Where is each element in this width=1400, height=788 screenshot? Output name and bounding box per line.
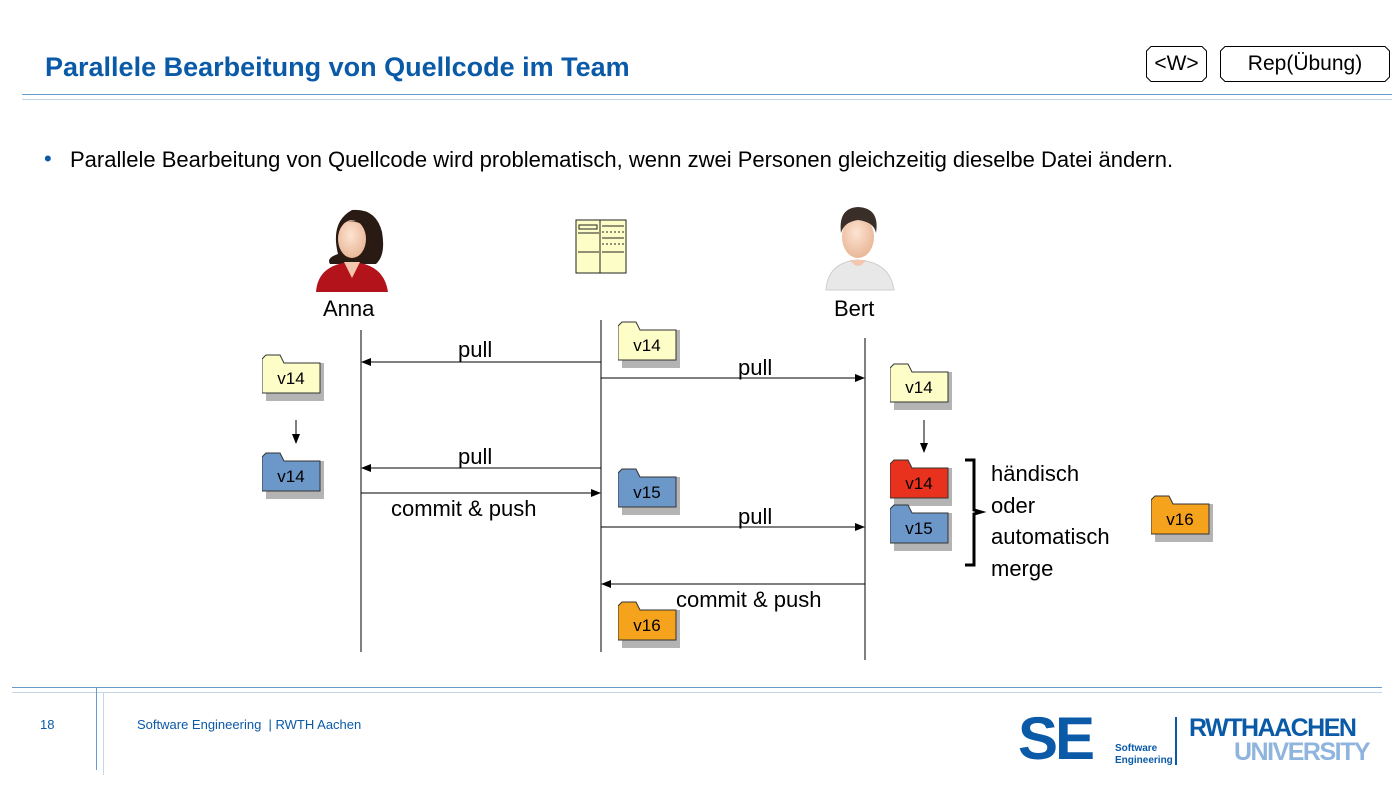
folder-bert-v15: v15 [890, 503, 952, 551]
folder-icon [618, 468, 680, 515]
tag-w-label: <W> [1154, 52, 1199, 75]
man-avatar-icon [825, 207, 895, 291]
page-number: 18 [40, 717, 55, 732]
msg-pull-bert-2: pull [738, 504, 773, 529]
bullet-marker: • [44, 146, 52, 171]
folder-merged-v16: v16 [1151, 494, 1213, 542]
tag-frame-icon [1220, 46, 1390, 82]
folder-icon [618, 321, 680, 368]
msg-pull-anna-2: pull [458, 444, 493, 469]
tag-rep-label: Rep(Übung) [1247, 52, 1363, 75]
footer-text: Software Engineering | RWTH Aachen [137, 717, 362, 732]
footer-divider-2 [12, 692, 1382, 693]
bullet-text: Parallele Bearbeitung von Quellcode wird… [70, 147, 1174, 172]
folder-icon [262, 354, 324, 401]
footer-vline [96, 687, 97, 770]
folder-label: v14 [633, 336, 661, 355]
folder-label: v15 [633, 483, 661, 502]
folder-icon [618, 601, 680, 648]
folder-label: v16 [633, 616, 661, 635]
msg-commit-bert: commit & push [676, 587, 822, 612]
page-title: Parallele Bearbeitung von Quellcode im T… [45, 52, 630, 82]
msg-commit-anna: commit & push [391, 496, 537, 521]
msg-pull-bert-1: pull [738, 355, 773, 380]
folder-label: v16 [1166, 510, 1194, 529]
folder-repo-v16: v16 [618, 600, 680, 648]
tag-rep: Rep(Übung) [1220, 46, 1390, 82]
folder-bert-v14: v14 [890, 362, 952, 410]
folder-anna-v14-modified: v14 [262, 451, 324, 499]
msg-pull-anna-1: pull [458, 337, 493, 362]
folder-icon [890, 504, 952, 551]
rwth-logo-line2: UNIVERSITY [1234, 738, 1371, 766]
merge-brace-icon [965, 458, 987, 567]
merge-line: händisch [991, 461, 1080, 486]
folder-icon [1151, 495, 1213, 542]
logo-divider [1175, 717, 1177, 765]
folder-label: v14 [277, 369, 305, 388]
folder-icon [262, 452, 324, 499]
folder-icon [890, 459, 952, 506]
folder-label: v14 [905, 474, 933, 493]
header-divider [22, 94, 1392, 95]
rwth-logo-line1: RWTHAACHEN [1189, 714, 1357, 742]
merge-line: automatisch [991, 524, 1110, 549]
se-logo-sub2: Engineering [1115, 755, 1173, 766]
merge-line: merge [991, 555, 1054, 581]
se-logo-sub1: Software [1115, 743, 1158, 754]
folder-repo-v15: v15 [618, 467, 680, 515]
folder-label: v15 [905, 519, 933, 538]
tag-frame-icon [1146, 46, 1207, 82]
folder-label: v14 [277, 467, 305, 486]
folder-anna-v14: v14 [262, 353, 324, 401]
header-divider-2 [22, 99, 1392, 100]
actor-bert: Bert [834, 296, 875, 321]
actor-anna: Anna [323, 296, 375, 321]
merge-line: oder [991, 492, 1036, 518]
se-logo-letters: SE [1018, 705, 1095, 772]
footer-vline-2 [103, 692, 104, 775]
merge-description: händisch oder automatisch merge [991, 458, 1110, 584]
folder-icon [890, 363, 952, 410]
folder-label: v14 [905, 378, 933, 397]
footer-divider [12, 687, 1382, 688]
woman-avatar-icon [316, 209, 388, 292]
folder-repo-v14: v14 [618, 320, 680, 368]
folder-bert-v14-conflict: v14 [890, 458, 952, 506]
rwth-logo: RWTHAACHEN UNIVERSITY [1189, 714, 1371, 770]
tag-w: <W> [1146, 46, 1207, 82]
se-logo: SE Software Engineering [1018, 705, 1173, 772]
server-icon [575, 219, 627, 274]
